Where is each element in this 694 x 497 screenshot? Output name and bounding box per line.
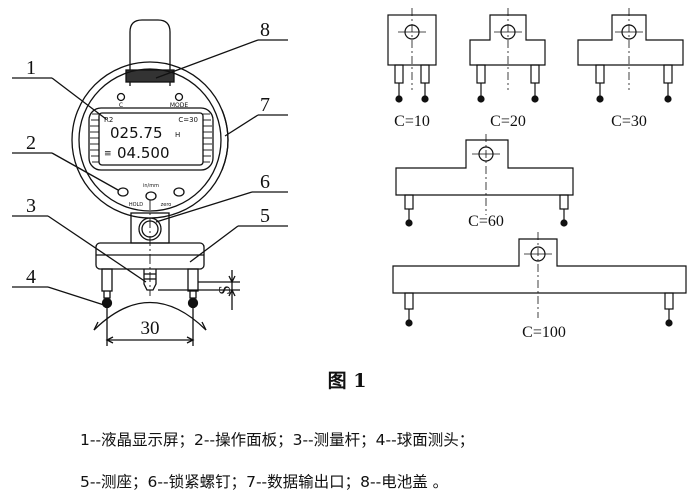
c-button-label: C [119, 102, 123, 109]
lcd-bezel [88, 107, 214, 171]
callout-7: 7 [260, 94, 270, 116]
callout-6: 6 [260, 171, 270, 193]
battery-cover [129, 19, 171, 86]
hold-button [117, 187, 129, 197]
legend-line-2: 5--测座；6--锁紧螺钉；7--数据输出口；8--电池盖 。 [80, 473, 449, 491]
base-c60-label: C=60 [468, 213, 504, 230]
gauge-diagram: C MODE R2 C=30 025.75 H ≡ 04.500 in/mm H… [12, 8, 687, 346]
c-button [116, 92, 126, 102]
inmm-button [145, 191, 157, 201]
base-c100-label: C=100 [522, 324, 566, 341]
mode-button [174, 92, 184, 102]
legend-line-1: 1--液晶显示屏；2--操作面板；3--测量杆；4--球面测头； [80, 431, 475, 449]
panel-hold-label: HOLD [129, 202, 143, 208]
lcd-ribs [90, 113, 212, 163]
data-output-port [221, 109, 229, 171]
panel-inmm-label: in/mm [143, 183, 159, 189]
panel-zero-label: zero [161, 202, 172, 208]
base-c10-label: C=10 [394, 113, 430, 130]
base-c30-label: C=30 [611, 113, 647, 130]
figure-caption: 图 1 [327, 370, 367, 392]
callout-1: 1 [26, 57, 36, 79]
callout-8: 8 [260, 19, 270, 41]
left-leg [101, 268, 113, 292]
gauge-inner-ring [78, 68, 222, 212]
ball-probe-right [187, 297, 199, 309]
lcd-reading: 025.75 [110, 124, 163, 142]
lcd-second-prefix: ≡ [104, 149, 112, 159]
base-c10 [387, 8, 437, 103]
base-c60 [395, 134, 574, 227]
ball-probe-left [101, 297, 113, 309]
callout-2: 2 [26, 132, 36, 154]
lcd-top-right: C=30 [178, 116, 198, 124]
right-leg [187, 268, 199, 292]
mode-button-label: MODE [170, 102, 189, 109]
base-c100 [392, 232, 687, 327]
callout-4: 4 [26, 266, 36, 288]
lcd-unit: H [175, 131, 180, 139]
dimension-s-label: S [215, 285, 234, 294]
callout-3: 3 [26, 195, 36, 217]
base-c20 [469, 8, 546, 103]
battery-cover-grip [125, 69, 175, 83]
base-c20-label: C=20 [490, 113, 526, 130]
dimension-30-label: 30 [141, 318, 160, 339]
lcd-top-left: R2 [104, 116, 113, 124]
lcd-screen [98, 112, 204, 166]
base-c30 [577, 8, 684, 103]
callout-5: 5 [260, 205, 270, 227]
lcd-second-reading: 04.500 [117, 144, 170, 162]
zero-button [173, 187, 185, 197]
